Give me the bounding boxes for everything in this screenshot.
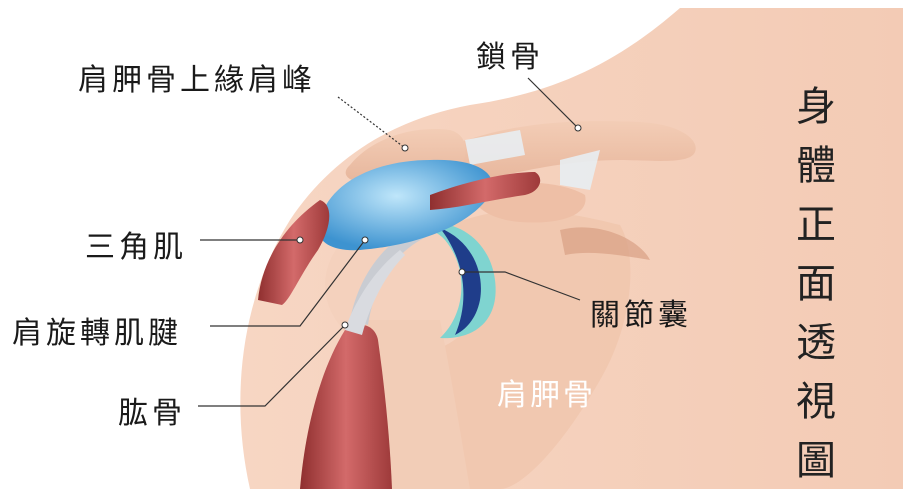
dot-clavicle xyxy=(575,125,581,131)
dot-humerus xyxy=(342,322,348,328)
vertical-title-char: 透 xyxy=(788,314,844,373)
label-joint-capsule: 關節囊 xyxy=(590,290,692,334)
dot-capsule xyxy=(459,269,465,275)
dot-deltoid xyxy=(297,237,303,243)
vertical-title-char: 身 xyxy=(788,78,844,137)
dot-rotator xyxy=(362,237,368,243)
label-clavicle: 鎖骨 xyxy=(476,32,544,76)
label-acromion: 肩胛骨上緣肩峰 xyxy=(78,55,316,99)
vertical-title-char: 體 xyxy=(788,137,844,196)
vertical-title-char: 正 xyxy=(788,196,844,255)
vertical-title: 身 體 正 面 透 視 圖 xyxy=(788,78,844,491)
label-rotator-cuff: 肩旋轉肌腱 xyxy=(12,308,182,352)
label-deltoid: 三角肌 xyxy=(85,222,187,266)
label-humerus: 肱骨 xyxy=(118,388,186,432)
vertical-title-char: 面 xyxy=(788,255,844,314)
dot-acromion xyxy=(402,145,408,151)
vertical-title-char: 圖 xyxy=(788,432,844,491)
vertical-title-char: 視 xyxy=(788,373,844,432)
label-scapula: 肩胛骨 xyxy=(497,370,596,414)
